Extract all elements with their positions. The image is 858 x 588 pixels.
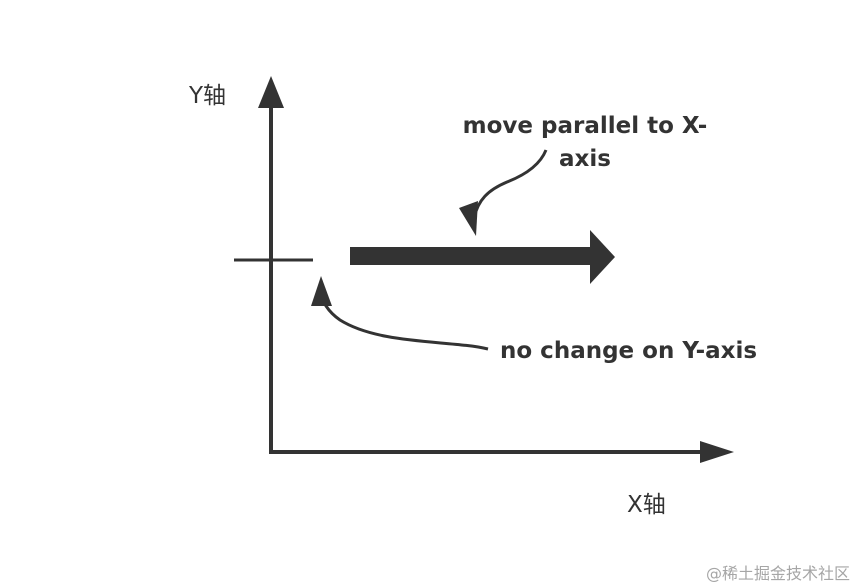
move-arrow-head (590, 230, 615, 284)
pointer-no-change-head (311, 276, 332, 306)
y-axis-arrowhead (258, 76, 284, 108)
watermark: @稀土掘金技术社区 (705, 564, 850, 583)
annotation-parallel-line2: axis (559, 146, 611, 172)
move-arrow-shaft (350, 247, 592, 265)
pointer-no-change (311, 276, 489, 351)
x-axis-label: X轴 (627, 492, 666, 518)
move-arrow (350, 230, 615, 284)
pointer-parallel-head (459, 201, 478, 236)
annotation-parallel: move parallel to X- axis (430, 110, 740, 176)
pointer-no-change-curve (320, 295, 489, 351)
pointer-parallel-curve (472, 149, 548, 219)
y-axis-label: Y轴 (189, 83, 227, 109)
y-axis (258, 76, 284, 452)
annotation-no-change: no change on Y-axis (500, 338, 758, 364)
pointer-parallel (459, 149, 548, 236)
annotation-parallel-line1: move parallel to X- (462, 113, 708, 139)
x-axis-arrowhead (700, 441, 734, 463)
x-axis (269, 441, 734, 463)
